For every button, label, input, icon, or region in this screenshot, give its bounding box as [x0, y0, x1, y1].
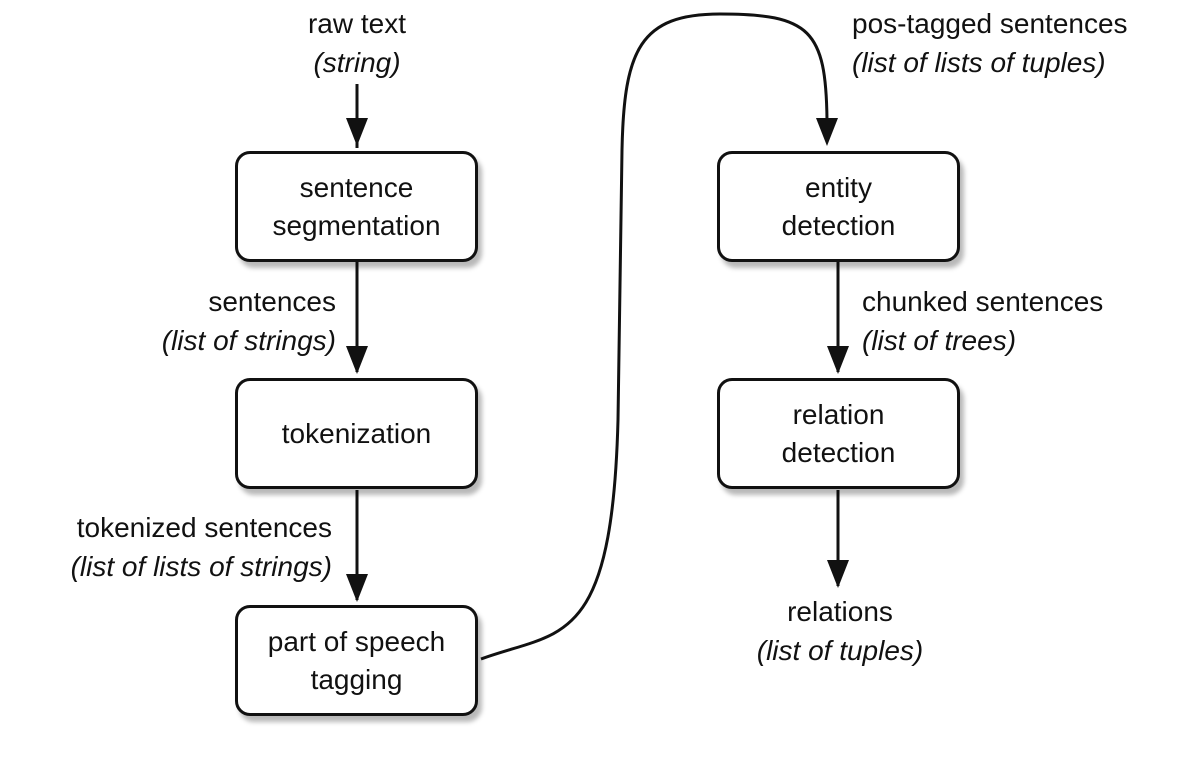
arrowhead-3 [346, 574, 368, 602]
data-type-text: (list of trees) [862, 325, 1017, 356]
step-tokenization: tokenization [235, 378, 478, 489]
step-entity-detection: entity detection [717, 151, 960, 262]
data-name-text: raw text [307, 8, 407, 39]
data-type-text: (list of strings) [161, 325, 336, 356]
label-relations: relations (list of tuples) [720, 592, 960, 670]
step-label-line1: relation [792, 398, 885, 430]
label-sentences: sentences (list of strings) [60, 282, 336, 360]
label-pos-tagged-sentences: pos-tagged sentences (list of lists of t… [852, 4, 1192, 82]
data-type-text: (list of lists of strings) [70, 551, 332, 582]
data-type-text: (string) [313, 47, 401, 78]
step-label-line1: sentence [299, 171, 414, 203]
arrowhead-1 [346, 118, 368, 146]
arrowhead-6 [827, 560, 849, 588]
label-raw-text: raw text (string) [257, 4, 457, 82]
step-relation-detection: relation detection [717, 378, 960, 489]
step-label-line1: tokenization [281, 417, 432, 449]
data-type-text: (list of lists of tuples) [852, 47, 1106, 78]
data-name-text: relations [787, 596, 893, 627]
data-name-text: chunked sentences [862, 286, 1104, 317]
step-sentence-segmentation: sentence segmentation [235, 151, 478, 262]
data-name-text: sentences [208, 286, 336, 317]
step-label-line1: part of speech [267, 625, 446, 657]
data-type-text: (list of tuples) [756, 635, 924, 666]
arrowhead-2 [346, 346, 368, 374]
label-tokenized-sentences: tokenized sentences (list of lists of st… [6, 508, 332, 586]
arrowhead-4 [816, 118, 838, 146]
step-label-line2: detection [781, 209, 896, 241]
data-name-text: pos-tagged sentences [852, 8, 1128, 39]
step-label-line2: segmentation [272, 209, 441, 241]
step-label-line1: entity [805, 171, 872, 203]
arrowhead-5 [827, 346, 849, 374]
data-name-text: tokenized sentences [76, 512, 332, 543]
label-chunked-sentences: chunked sentences (list of trees) [862, 282, 1182, 360]
step-label-line2: detection [781, 436, 896, 468]
step-label-line2: tagging [310, 663, 403, 695]
arrow-tagging-to-entity-detection [480, 12, 829, 661]
step-part-of-speech-tagging: part of speech tagging [235, 605, 478, 716]
